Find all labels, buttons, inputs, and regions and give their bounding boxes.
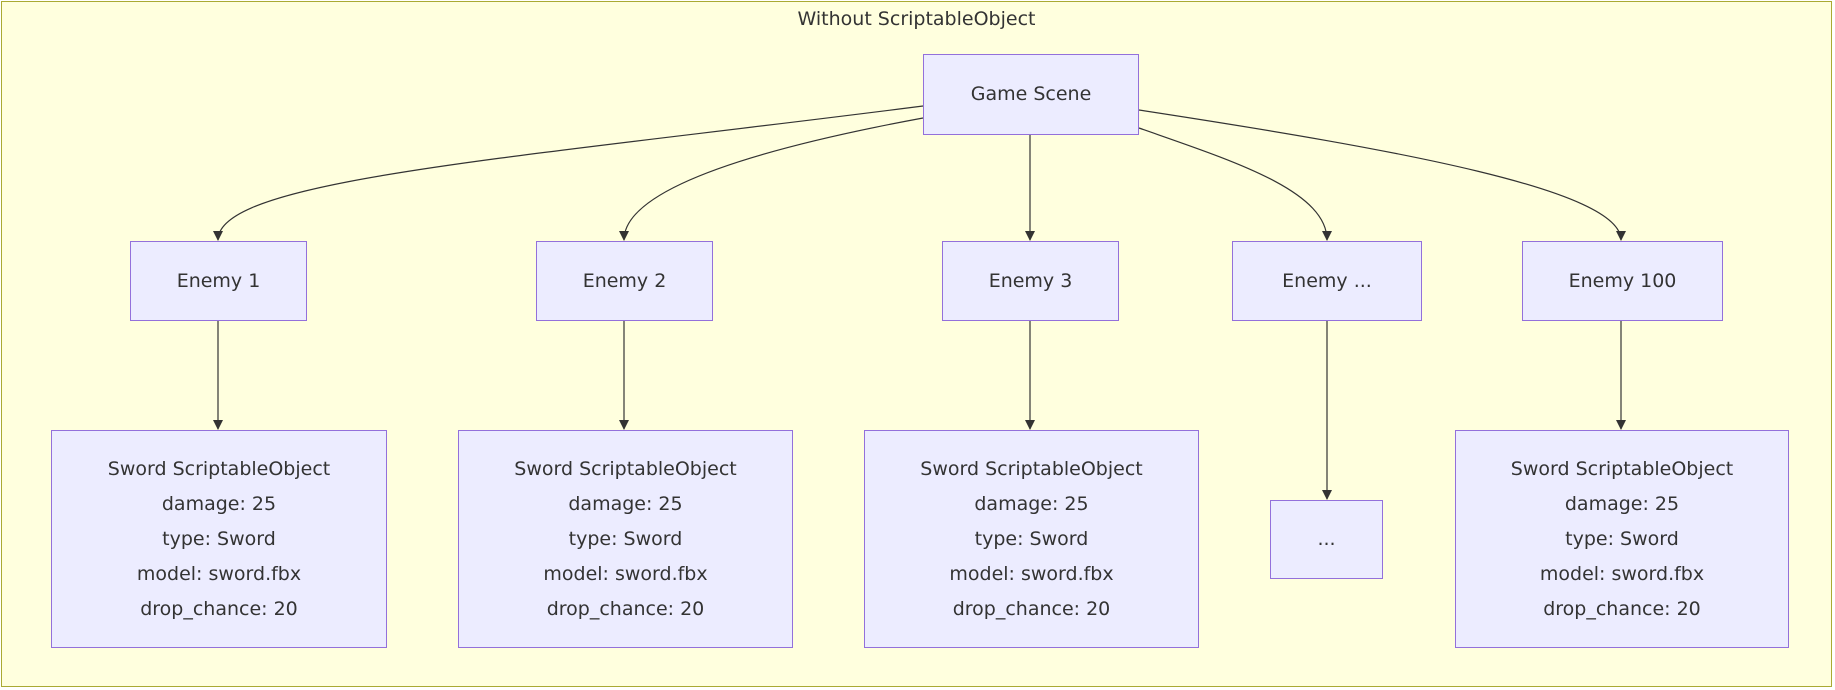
sword-model: model: sword.fbx bbox=[1539, 562, 1705, 585]
sword-drop-chance: drop_chance: 20 bbox=[952, 597, 1111, 620]
sword-damage: damage: 25 bbox=[568, 492, 683, 515]
edge-scene-enemy-100 bbox=[1138, 109, 1626, 241]
sword-drop-chance: drop_chance: 20 bbox=[1543, 597, 1701, 620]
sword-scriptableobject-node: Sword ScriptableObject damage: 25 type: … bbox=[51, 430, 387, 648]
sword-damage: damage: 25 bbox=[1564, 492, 1680, 515]
sword-title: Sword ScriptableObject bbox=[514, 457, 737, 480]
enemy-ellipsis-node: Enemy ... bbox=[1232, 241, 1422, 321]
sword-title: Sword ScriptableObject bbox=[107, 457, 331, 480]
sword-type: type: Sword bbox=[568, 527, 683, 550]
edge-scene-enemy-2 bbox=[619, 117, 924, 241]
sword-model: model: sword.fbx bbox=[136, 562, 302, 585]
game-scene-label: Game Scene bbox=[970, 83, 1092, 105]
ellipsis-node: ... bbox=[1270, 500, 1383, 579]
sword-drop-chance: drop_chance: 20 bbox=[140, 597, 298, 620]
edge-scene-enemy-ellipsis bbox=[1138, 127, 1332, 241]
enemy-label: Enemy 100 bbox=[1568, 269, 1677, 292]
sword-model: model: sword.fbx bbox=[543, 562, 708, 585]
sword-title: Sword ScriptableObject bbox=[1510, 457, 1734, 480]
enemy-label: Enemy 1 bbox=[176, 269, 261, 292]
enemy-3-node: Enemy 3 bbox=[942, 241, 1119, 321]
sword-type: type: Sword bbox=[162, 527, 276, 550]
enemy-1-node: Enemy 1 bbox=[130, 241, 307, 321]
edge-scene-enemy-1 bbox=[213, 105, 924, 241]
enemy-label: Enemy 3 bbox=[988, 269, 1073, 292]
sword-type: type: Sword bbox=[1565, 527, 1679, 550]
sword-scriptableobject-node: Sword ScriptableObject damage: 25 type: … bbox=[1455, 430, 1789, 648]
enemy-100-node: Enemy 100 bbox=[1522, 241, 1723, 321]
sword-scriptableobject-node: Sword ScriptableObject damage: 25 type: … bbox=[458, 430, 793, 648]
sword-title: Sword ScriptableObject bbox=[920, 457, 1143, 480]
enemy-label: Enemy 2 bbox=[582, 269, 667, 292]
sword-damage: damage: 25 bbox=[161, 492, 277, 515]
sword-scriptableobject-node: Sword ScriptableObject damage: 25 type: … bbox=[864, 430, 1199, 648]
cluster-title: Without ScriptableObject bbox=[797, 8, 1036, 30]
sword-type: type: Sword bbox=[974, 527, 1089, 550]
sword-model: model: sword.fbx bbox=[949, 562, 1114, 585]
sword-damage: damage: 25 bbox=[974, 492, 1089, 515]
enemy-label: Enemy ... bbox=[1282, 269, 1372, 292]
enemy-2-node: Enemy 2 bbox=[536, 241, 713, 321]
ellipsis-label: ... bbox=[1317, 528, 1336, 550]
game-scene-node: Game Scene bbox=[923, 54, 1139, 135]
sword-drop-chance: drop_chance: 20 bbox=[546, 597, 705, 620]
